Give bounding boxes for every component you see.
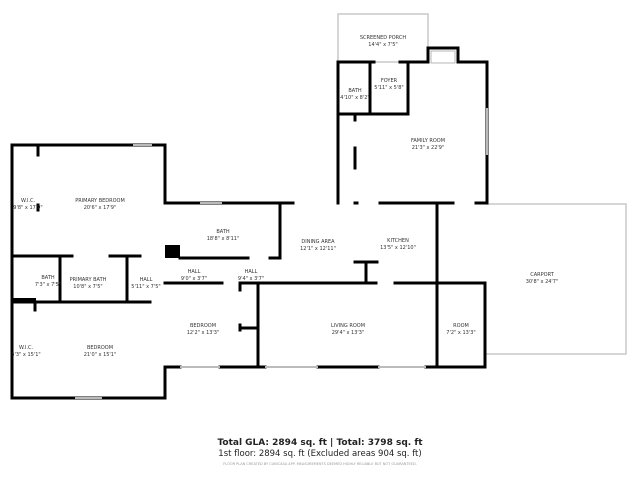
total-gla: Total GLA: 2894 sq. ft | Total: 3798 sq.… bbox=[217, 438, 423, 448]
closet-block bbox=[12, 298, 36, 303]
area-totals: Total GLA: 2894 sq. ft | Total: 3798 sq.… bbox=[0, 438, 640, 468]
floor-area: 1st floor: 2894 sq. ft (Excluded areas 9… bbox=[218, 449, 422, 459]
windows bbox=[75, 108, 488, 399]
disclaimer: FLOOR PLAN CREATED BY CUBICASA APP. MEAS… bbox=[223, 462, 417, 466]
room-label-wic: W.I.C.9'8" x 17'9" bbox=[13, 198, 43, 211]
water-heater-block bbox=[165, 245, 180, 258]
walls bbox=[10, 46, 489, 400]
exterior-light-walls bbox=[337, 13, 627, 355]
fireplace bbox=[430, 50, 456, 64]
room-label-wic: W.I.C.3'3" x 15'1" bbox=[11, 345, 41, 358]
